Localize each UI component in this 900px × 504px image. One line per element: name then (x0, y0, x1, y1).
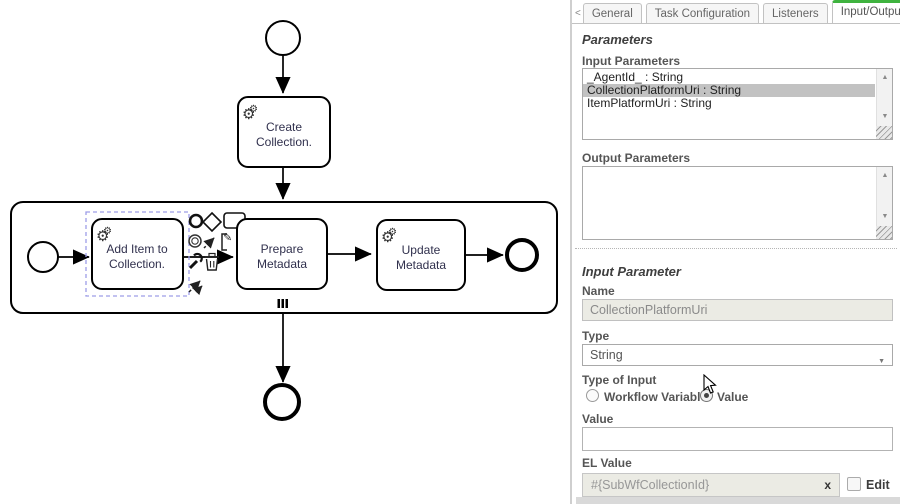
service-task-gear-icon: ⚙ (249, 104, 258, 115)
task-create-collection[interactable] (237, 96, 331, 168)
chevron-down-icon: ▼ (878, 358, 885, 365)
output-parameters-label: Output Parameters (582, 151, 691, 165)
parameters-heading: Parameters (582, 32, 653, 47)
bpmn-diagram: ⚙ ⚙ Create Collection. ⚙ ⚙ Add Item to C… (10, 20, 558, 421)
scrollbar[interactable]: ▲ ▼ (876, 69, 892, 139)
subprocess-start-event[interactable] (27, 241, 59, 273)
service-task-gear-icon: ⚙ (103, 226, 112, 237)
global-connect-tool-icon (192, 285, 203, 296)
list-item[interactable]: ItemPlatformUri : String (587, 96, 712, 110)
tab-listeners[interactable]: Listeners (763, 3, 828, 23)
type-of-input-label: Type of Input (582, 373, 657, 387)
service-task-gear-icon: ⚙ (96, 228, 109, 245)
output-parameters-list: ▲ ▼ (582, 166, 893, 240)
task-label: Add Item to (106, 242, 168, 256)
value-field[interactable] (582, 427, 893, 451)
input-parameters-label: Input Parameters (582, 54, 681, 68)
task-label: Prepare (261, 242, 304, 256)
tab-scroll-left[interactable]: < (575, 8, 581, 19)
wrench-icon (193, 252, 203, 263)
task-label: Collection. (256, 135, 312, 149)
selection-outline (85, 211, 190, 297)
task-add-item[interactable] (91, 218, 184, 290)
append-intermediate-event-icon[interactable] (188, 234, 202, 248)
radio-value-label[interactable]: Value (717, 390, 749, 404)
trash-icon[interactable] (205, 252, 219, 271)
start-event[interactable] (265, 20, 301, 56)
input-parameter-heading: Input Parameter (582, 264, 681, 279)
clear-el-value-button[interactable]: x (824, 478, 831, 492)
type-select-value: String (590, 348, 623, 362)
el-value-field: #{SubWfCollectionId} x (582, 473, 840, 497)
task-label: Create (266, 120, 302, 134)
tab-input-output[interactable]: Input/Output (831, 0, 900, 23)
type-label: Type (582, 329, 610, 343)
name-field (582, 299, 893, 321)
list-item-selected[interactable]: CollectionPlatformUri : String (583, 84, 875, 97)
scroll-up-icon[interactable]: ▲ (881, 74, 889, 81)
section-separator (575, 248, 897, 249)
scroll-up-icon[interactable]: ▲ (881, 172, 889, 179)
task-label: Metadata (257, 257, 307, 271)
value-label: Value (582, 412, 614, 426)
edit-label-pencil-icon[interactable]: ✎ (223, 232, 232, 244)
edit-checkbox-label[interactable]: Edit (866, 478, 890, 492)
list-item[interactable]: _AgentId_ : String (587, 70, 684, 84)
type-select[interactable]: String ▼ (582, 344, 893, 366)
task-label: Metadata (396, 258, 446, 272)
radio-value[interactable] (700, 389, 713, 402)
service-task-gear-icon: ⚙ (388, 227, 397, 238)
radio-workflow-variable[interactable] (586, 389, 599, 402)
scrollbar[interactable]: ▲ ▼ (876, 167, 892, 239)
resize-handle[interactable] (876, 126, 892, 139)
horizontal-scrollbar[interactable] (576, 497, 900, 504)
append-end-event-icon[interactable] (188, 213, 204, 229)
tab-bar: < General Task Configuration Listeners I… (572, 0, 900, 24)
el-value-label: EL Value (582, 456, 632, 470)
multi-instance-marker (277, 299, 288, 308)
properties-panel: < General Task Configuration Listeners I… (570, 0, 900, 504)
text-annotation-icon[interactable] (221, 233, 227, 251)
tab-general[interactable]: General (582, 3, 642, 23)
connect-tool-icon[interactable] (203, 237, 215, 249)
name-label: Name (582, 284, 615, 298)
resize-handle[interactable] (876, 226, 892, 239)
tab-task-configuration[interactable]: Task Configuration (645, 3, 760, 23)
radio-workflow-variable-label[interactable]: Workflow Variable (604, 390, 708, 404)
append-gateway-icon[interactable] (201, 211, 223, 233)
bpmn-canvas[interactable]: ⚙ ⚙ Create Collection. ⚙ ⚙ Add Item to C… (0, 0, 570, 504)
subprocess-end-event[interactable] (505, 238, 539, 272)
input-parameters-list: _AgentId_ : String CollectionPlatformUri… (582, 68, 893, 140)
task-label: Collection. (109, 257, 165, 271)
edit-checkbox[interactable] (847, 477, 861, 491)
el-value-text: #{SubWfCollectionId} (591, 478, 710, 492)
end-event[interactable] (263, 383, 301, 421)
task-label: Update (402, 243, 441, 257)
scroll-down-icon[interactable]: ▼ (881, 113, 889, 120)
wrench-icon[interactable] (188, 259, 199, 270)
append-intermediate-event-icon (191, 237, 199, 245)
service-task-gear-icon: ⚙ (381, 229, 394, 246)
service-task-gear-icon: ⚙ (242, 106, 255, 123)
scroll-down-icon[interactable]: ▼ (881, 213, 889, 220)
